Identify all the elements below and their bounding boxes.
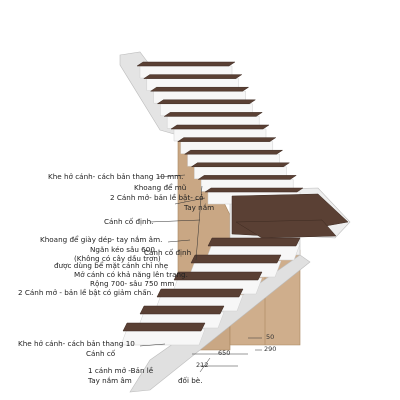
upper-step-8-tread bbox=[183, 149, 284, 155]
lower-step-5-tread bbox=[139, 305, 225, 315]
dimension-290: 290 bbox=[264, 345, 277, 353]
upper-step-10-tread bbox=[197, 175, 298, 180]
label-drawer: Ngăn kéo sâu 600 bbox=[90, 245, 155, 254]
upper-step-4-tread bbox=[156, 99, 257, 105]
upper-step-9-tread bbox=[190, 162, 291, 168]
label-one-door: 1 cánh mở -Bản lề bbox=[88, 366, 154, 375]
label-fixed-door-2: Cánh cố định bbox=[144, 248, 192, 257]
label-hat-compartment: Khoang để mũ bbox=[134, 183, 187, 192]
dimension-212: 212 bbox=[196, 361, 209, 369]
label-open-note: Mở cánh có khả năng lên trang. bbox=[74, 270, 188, 279]
upper-step-3-tread bbox=[149, 86, 250, 92]
lower-step-3-tread bbox=[173, 271, 263, 281]
upper-step-6-tread bbox=[170, 124, 270, 130]
upper-step-5-tread bbox=[163, 112, 264, 117]
dimension-650: 650 bbox=[218, 349, 231, 357]
lower-step-1-tread bbox=[207, 237, 301, 247]
lower-step-2-tread bbox=[190, 254, 282, 264]
label-no-oil: (Không có cây dầu trơn) bbox=[74, 254, 161, 263]
label-surface-note: được dùng bể mặt cánh chỉ nhẹ bbox=[54, 261, 169, 270]
landing-tread-lower bbox=[235, 219, 337, 239]
label-two-doors-lower: 2 Cánh mở - bản lề bật có giảm chấn. bbox=[18, 288, 154, 297]
upper-step-1-tread bbox=[136, 61, 236, 67]
upper-step-11-tread bbox=[204, 187, 304, 193]
lower-step-4-tread bbox=[156, 288, 244, 298]
label-shoe-compartment: Khoang để giày dép- tay nắm âm. bbox=[40, 235, 163, 244]
label-handle-lower: Tay nắm âm bbox=[88, 376, 132, 385]
label-width-depth: Rộng 700- sâu 750 mm bbox=[90, 279, 175, 288]
dimension-50: 50 bbox=[266, 333, 275, 341]
label-fixed-door-lower: Cánh cố bbox=[86, 349, 116, 358]
label-gap-upper: Khe hở cánh- cách bản thang 10 mm. bbox=[48, 172, 184, 181]
label-opposite: đối bè. bbox=[178, 376, 203, 385]
label-two-doors-upper: 2 Cánh mở- bản lề bật- có bbox=[110, 193, 204, 202]
lower-step-6-tread bbox=[122, 322, 206, 332]
label-gap-lower: Khe hở cánh- cách bản thang 10 bbox=[18, 339, 135, 348]
upper-step-2-tread bbox=[142, 74, 243, 79]
upper-step-7-tread bbox=[176, 137, 277, 142]
leader-lines bbox=[139, 174, 262, 373]
label-fixed-door: Cánh cố định. bbox=[104, 217, 154, 226]
label-handle-upper: Tay nắm bbox=[184, 203, 215, 212]
